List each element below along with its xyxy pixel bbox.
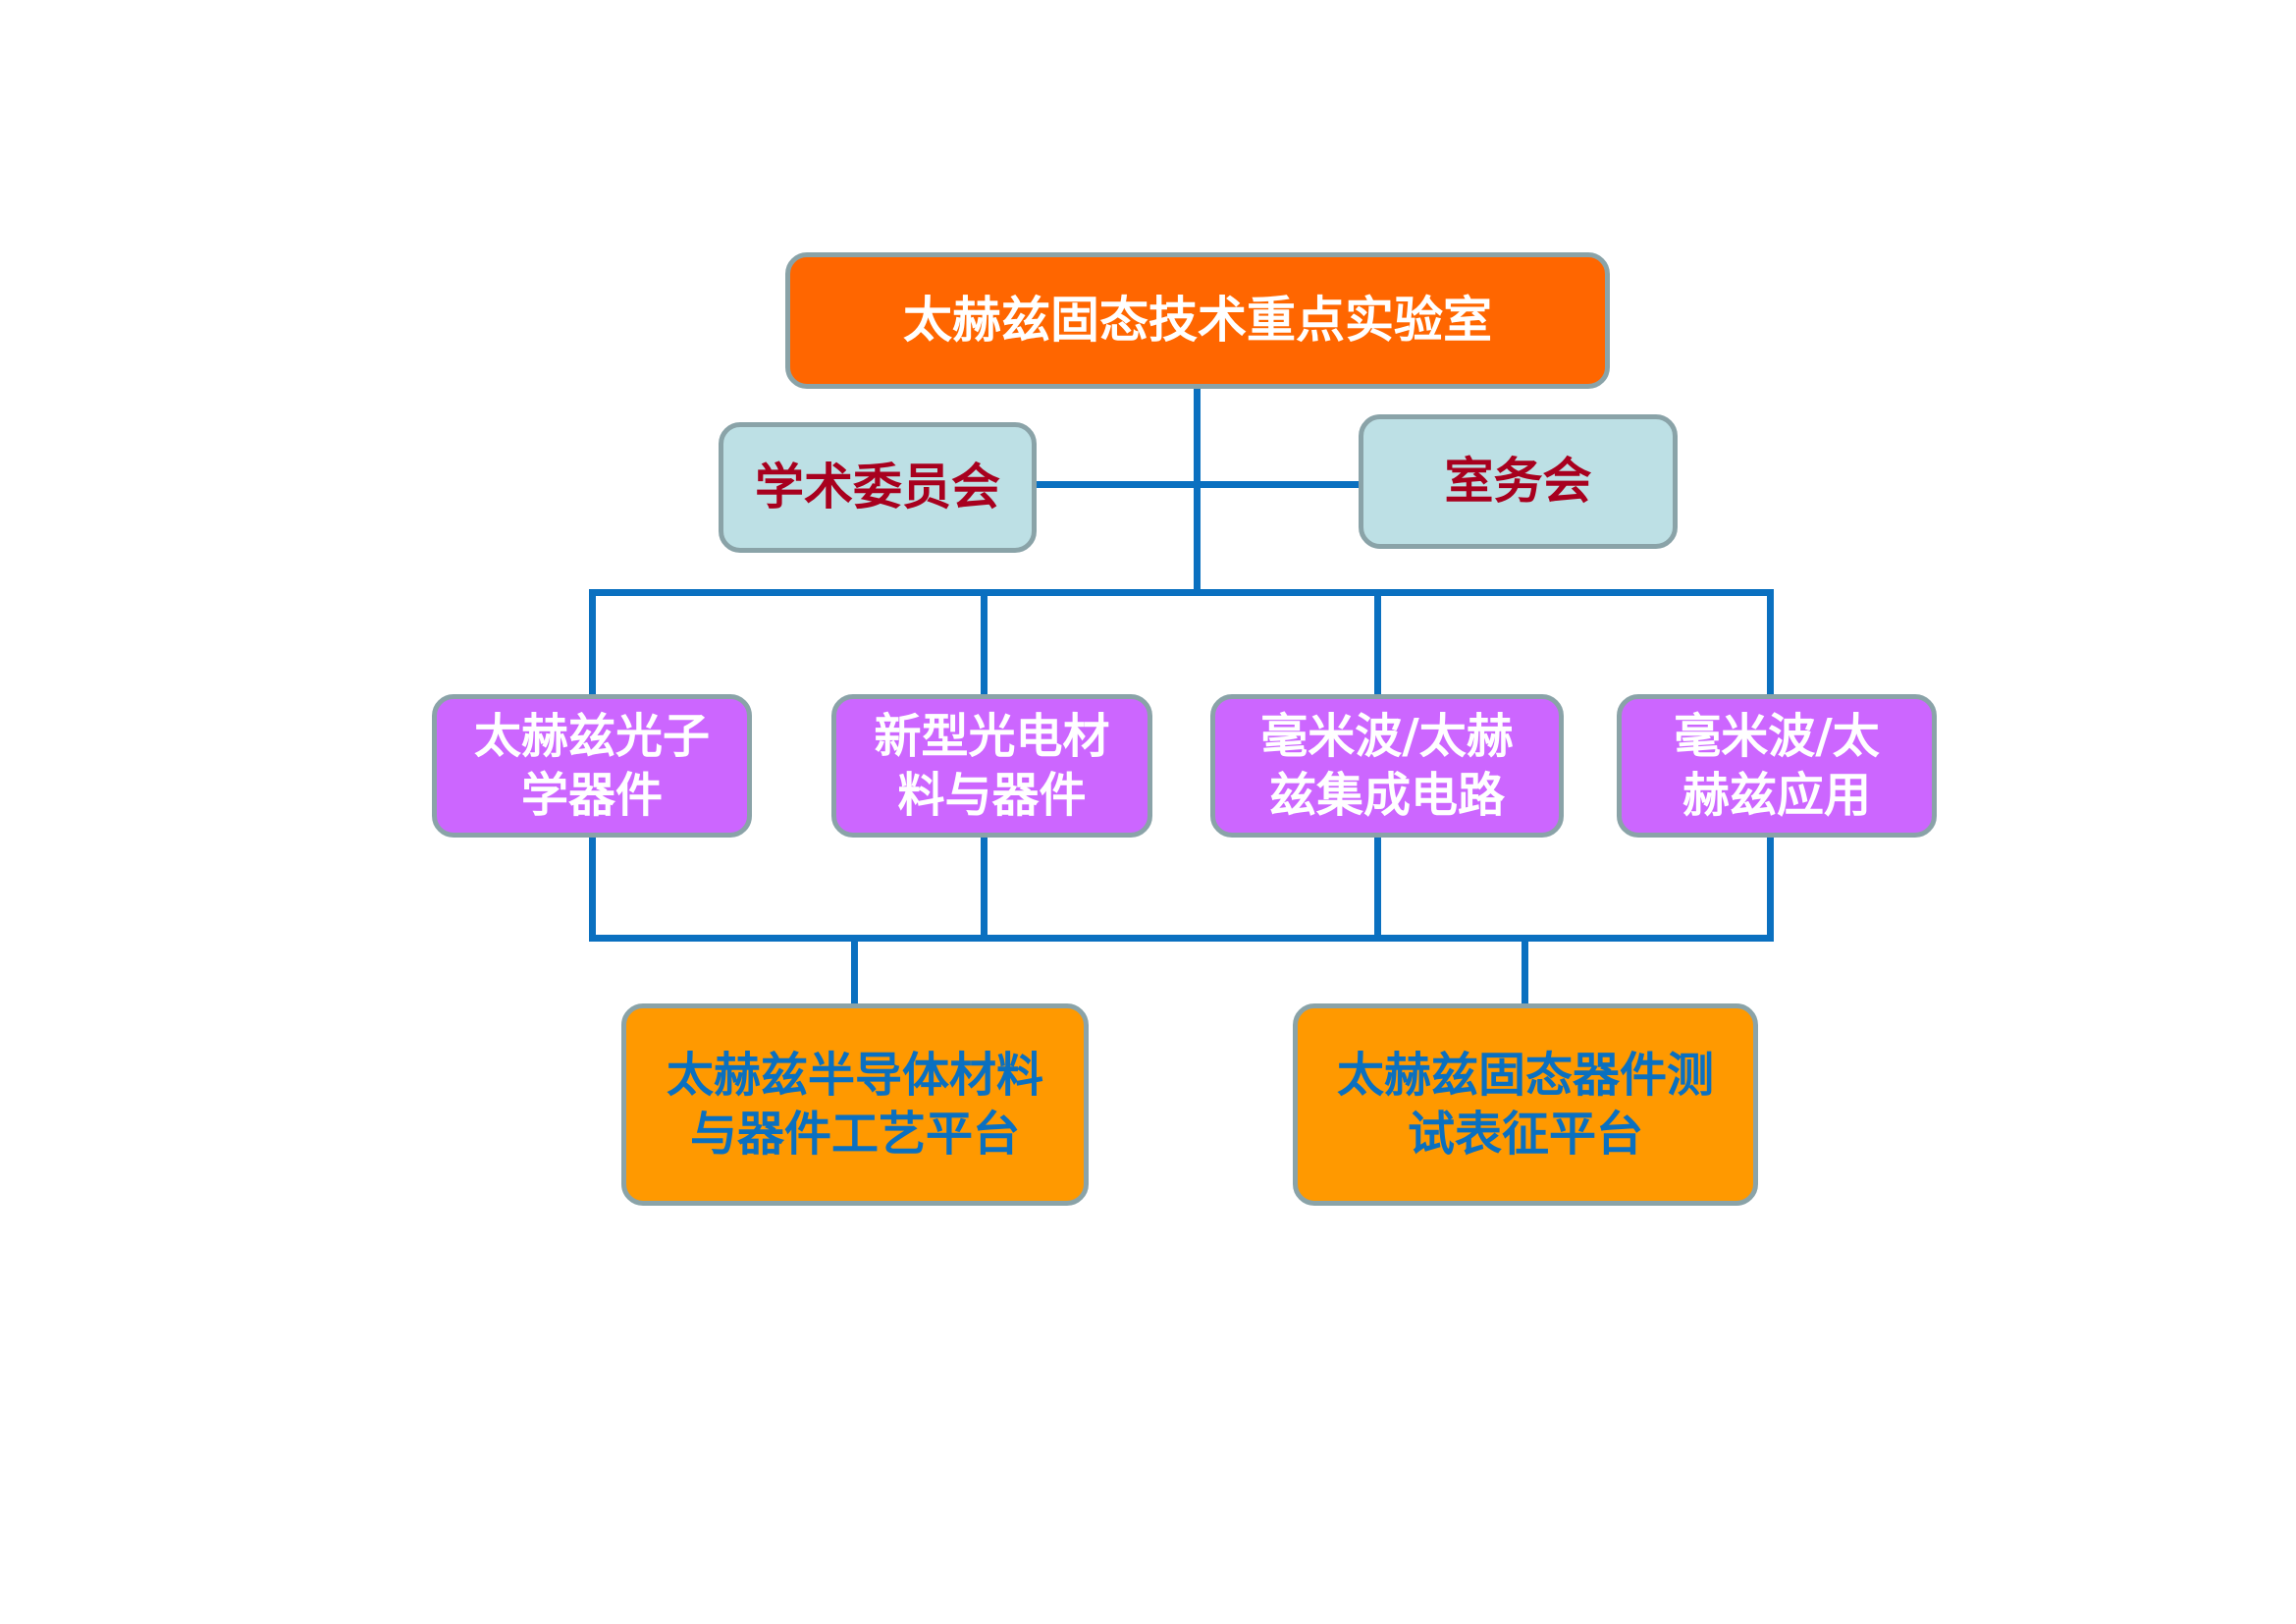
platform-node: 太赫兹半导体材料 与器件工艺平台 <box>621 1003 1089 1206</box>
platform-label: 太赫兹半导体材料 与器件工艺平台 <box>666 1048 1043 1162</box>
department-node: 毫米波/太赫 兹集成电路 <box>1210 694 1564 838</box>
connector-department-4-bottom <box>1767 837 1774 941</box>
connector-platform-2 <box>1522 935 1528 1005</box>
connector-department-4-top <box>1767 589 1774 695</box>
connector-department-2-bottom <box>981 837 988 941</box>
connector-department-3-bottom <box>1374 837 1381 941</box>
committee-academic: 学术委员会 <box>719 422 1037 553</box>
department-label: 新型光电材 料与器件 <box>874 709 1110 823</box>
connector-root-trunk <box>1194 388 1201 596</box>
connector-platform-1 <box>851 935 858 1005</box>
department-label: 毫米波/太 赫兹应用 <box>1674 709 1880 823</box>
connector-department-3-top <box>1374 589 1381 695</box>
department-node: 太赫兹光子 学器件 <box>432 694 752 838</box>
committee-academic-label: 学术委员会 <box>755 459 1000 516</box>
platform-label: 太赫兹固态器件测 试表征平台 <box>1336 1048 1714 1162</box>
connector-department-2-top <box>981 589 988 695</box>
connector-department-1-top <box>589 589 596 695</box>
committee-lab-affairs-label: 室务会 <box>1444 453 1592 511</box>
platform-node: 太赫兹固态器件测 试表征平台 <box>1293 1003 1758 1206</box>
connector-department-bus <box>589 589 1774 596</box>
committee-lab-affairs: 室务会 <box>1359 414 1678 549</box>
department-node: 毫米波/太 赫兹应用 <box>1617 694 1937 838</box>
department-node: 新型光电材 料与器件 <box>831 694 1152 838</box>
root-node-label: 太赫兹固态技术重点实验室 <box>903 292 1492 350</box>
connector-department-1-bottom <box>589 837 596 941</box>
department-label: 毫米波/太赫 兹集成电路 <box>1260 709 1514 823</box>
connector-platform-bus <box>589 935 1774 942</box>
department-label: 太赫兹光子 学器件 <box>473 709 710 823</box>
connector-committees <box>1036 481 1360 488</box>
root-node: 太赫兹固态技术重点实验室 <box>785 252 1610 389</box>
